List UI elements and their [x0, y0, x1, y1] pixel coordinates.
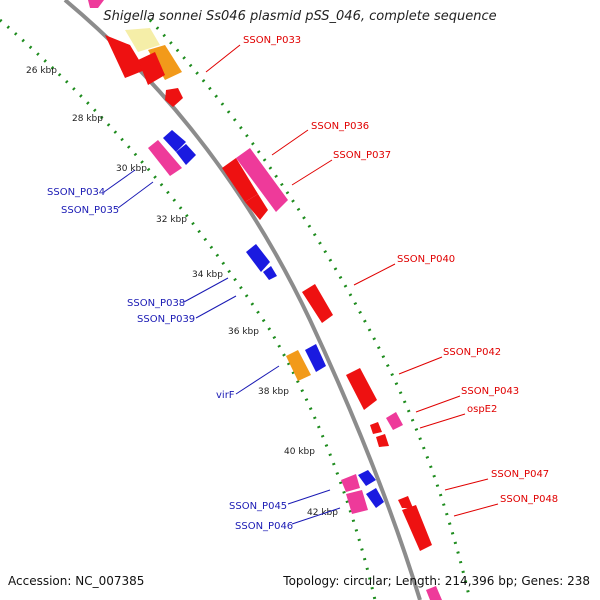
kbp-tick-label: 36 kbp: [228, 327, 259, 337]
label-leader-line: [205, 44, 241, 73]
gene-label[interactable]: ospE2: [467, 404, 497, 415]
kbp-tick-label: 26 kbp: [26, 66, 57, 76]
gene-arrow-blue[interactable]: [163, 130, 186, 152]
label-leader-line: [398, 356, 443, 375]
forward-gene-labels: SSON_P033 SSON_P036 SSON_P037 SSON_P040 …: [243, 35, 558, 505]
gene-arrow-red[interactable]: [402, 505, 432, 551]
gene-arrow-red[interactable]: [165, 88, 183, 107]
gene-arrow-red[interactable]: [222, 158, 258, 202]
gene-arrow-pink[interactable]: [346, 490, 368, 514]
reverse-gene-labels: SSON_P034 SSON_P035 SSON_P038 SSON_P039 …: [47, 187, 293, 532]
kbp-tick-label: 30 kbp: [116, 164, 147, 174]
gene-arrow-blue[interactable]: [246, 244, 270, 272]
label-leader-line: [271, 129, 309, 156]
gene-arrow-pale[interactable]: [125, 28, 160, 52]
gene-label[interactable]: SSON_P038: [127, 298, 185, 309]
label-leader-line: [353, 263, 396, 286]
label-leader-line: [287, 489, 331, 505]
gene-arrow-pink[interactable]: [88, 0, 104, 8]
map-title: Shigella sonnei Ss046 plasmid pSS_046, c…: [103, 9, 497, 24]
gene-arrow-red[interactable]: [138, 52, 165, 85]
kbp-tick-label: 32 kbp: [156, 215, 187, 225]
gene-arrow-pink[interactable]: [236, 148, 288, 212]
gene-arrow-orange[interactable]: [148, 45, 182, 80]
label-leader-line: [453, 503, 499, 517]
gene-label[interactable]: SSON_P047: [491, 469, 549, 480]
label-leader-line: [291, 159, 333, 186]
label-leader-line: [117, 181, 154, 209]
gene-label[interactable]: SSON_P048: [500, 494, 558, 505]
gene-label[interactable]: SSON_P033: [243, 35, 301, 46]
label-leader-line: [419, 413, 466, 429]
gene-arrow-blue[interactable]: [366, 488, 384, 508]
gene-arrow-red[interactable]: [245, 194, 268, 220]
kbp-tick-label: 34 kbp: [192, 270, 223, 280]
gene-arrow-pink[interactable]: [386, 412, 403, 430]
gene-arrow-red[interactable]: [105, 35, 145, 78]
gene-arrow-pink[interactable]: [341, 474, 360, 492]
topology-summary: Topology: circular; Length: 214,396 bp; …: [283, 574, 590, 588]
gene-label[interactable]: SSON_P037: [333, 150, 391, 161]
gene-label[interactable]: SSON_P043: [461, 386, 519, 397]
gene-arrow-blue[interactable]: [358, 470, 376, 486]
kbp-tick-label: 40 kbp: [284, 447, 315, 457]
gene-arrow-pink[interactable]: [148, 140, 182, 176]
gene-arrow-pink[interactable]: [426, 586, 442, 600]
gene-arrow-blue[interactable]: [176, 144, 196, 165]
inner-dotted-ring: [0, 18, 377, 600]
label-leader-line: [183, 277, 229, 303]
gene-label[interactable]: SSON_P042: [443, 347, 501, 358]
gene-arrow-red[interactable]: [302, 284, 333, 323]
label-leader-line: [235, 365, 280, 395]
gene-label[interactable]: SSON_P039: [137, 314, 195, 325]
gene-label[interactable]: SSON_P035: [61, 205, 119, 216]
gene-arrow-blue[interactable]: [263, 266, 277, 280]
gene-arrow-red[interactable]: [376, 434, 389, 447]
gene-arrow-red[interactable]: [370, 422, 382, 434]
gene-label[interactable]: SSON_P045: [229, 501, 287, 512]
gene-arrow-red[interactable]: [398, 496, 413, 508]
label-leader-line: [444, 478, 489, 491]
gene-arrow-red[interactable]: [346, 368, 377, 410]
label-leader-line: [195, 295, 237, 319]
forward-gene-track: [88, 0, 442, 600]
kbp-tick-label: 42 kbp: [307, 508, 338, 518]
forward-label-leaders: [205, 44, 499, 517]
gene-label[interactable]: SSON_P046: [235, 521, 293, 532]
gene-label[interactable]: SSON_P036: [311, 121, 369, 132]
gene-label[interactable]: SSON_P034: [47, 187, 105, 198]
gene-label[interactable]: SSON_P040: [397, 254, 455, 265]
gene-label[interactable]: virF: [216, 390, 235, 401]
gene-arrow-orange[interactable]: [286, 350, 311, 381]
label-leader-line: [415, 395, 461, 413]
gene-arrow-blue[interactable]: [305, 344, 326, 372]
kbp-tick-label: 38 kbp: [258, 387, 289, 397]
reverse-label-leaders: [103, 169, 341, 525]
reverse-gene-track: [148, 130, 384, 514]
accession-label: Accession: NC_007385: [8, 574, 145, 588]
label-leader-line: [103, 169, 136, 193]
label-leader-line: [291, 507, 341, 525]
kbp-tick-label: 28 kbp: [72, 114, 103, 124]
